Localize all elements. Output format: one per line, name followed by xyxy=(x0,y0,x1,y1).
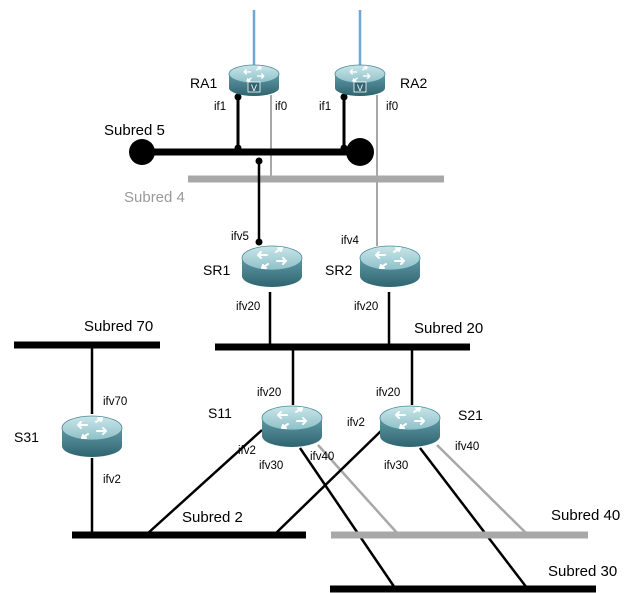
voice-badge-ra2-text: V xyxy=(357,83,363,93)
router-ra1[interactable]: V xyxy=(228,64,280,96)
s21-ifv30-label: ifv30 xyxy=(384,460,408,472)
voice-badge-ra2 xyxy=(353,81,367,93)
s31-ifv70-label: ifv70 xyxy=(103,396,127,408)
ra1-if1-label: if1 xyxy=(214,101,226,113)
s21-ifv40-label: ifv40 xyxy=(455,441,479,453)
subred-40-label: Subred 40 xyxy=(551,507,620,524)
s11-ifv2-label: ifv2 xyxy=(238,445,256,457)
dot-ra2-if1 xyxy=(340,93,348,101)
sr2-ifv4-label: ifv4 xyxy=(341,235,360,247)
s11-ifv30-label: ifv30 xyxy=(259,460,283,472)
s11-ifv40-label: ifv40 xyxy=(310,451,334,463)
router-sr2[interactable] xyxy=(359,245,421,287)
subred-70-label: Subred 70 xyxy=(84,318,153,335)
router-ra2[interactable]: V xyxy=(334,64,386,96)
sr1-ifv20-label: ifv20 xyxy=(236,301,260,313)
sr1-ifv5-label: ifv5 xyxy=(231,231,249,243)
bus-end-subred-5-left xyxy=(129,139,155,165)
link-s11-ifv2 xyxy=(146,429,263,535)
s31-ifv2-label: ifv2 xyxy=(103,474,121,486)
router-ra1-label: RA1 xyxy=(190,75,217,91)
ra2-if0-label: if0 xyxy=(386,101,398,113)
dot-sr1-bus xyxy=(255,157,263,165)
dot-ra2-if1-bus xyxy=(340,144,348,152)
router-sr1[interactable] xyxy=(241,245,303,287)
subred-30-label: Subred 30 xyxy=(548,563,617,580)
router-s11-label: S11 xyxy=(208,405,232,421)
subred-5-label: Subred 5 xyxy=(104,122,165,139)
dot-ra1-if1 xyxy=(234,93,242,101)
router-s31[interactable] xyxy=(61,415,123,457)
router-s11[interactable] xyxy=(261,405,323,447)
router-sr1-label: SR1 xyxy=(203,262,230,278)
s21-ifv20-label: ifv20 xyxy=(376,387,400,399)
link-s11-ifv30 xyxy=(298,447,397,589)
router-s21-label: S21 xyxy=(458,407,483,423)
voice-badge-ra1 xyxy=(247,81,261,93)
router-sr2-label: SR2 xyxy=(325,262,352,278)
link-s11-ifv40 xyxy=(317,444,399,535)
ra1-if0-label: if0 xyxy=(275,101,287,113)
subred-4-label: Subred 4 xyxy=(124,189,185,206)
voice-badge-ra1-text: V xyxy=(251,83,257,93)
ra2-if1-label: if1 xyxy=(319,101,331,113)
router-ra2-label: RA2 xyxy=(400,75,427,91)
link-s21-ifv2 xyxy=(274,429,383,535)
dot-sr1-ifv5 xyxy=(255,238,263,246)
sr2-ifv20-label: ifv20 xyxy=(354,301,378,313)
s11-ifv20-label: ifv20 xyxy=(257,387,281,399)
s21-ifv2-label: ifv2 xyxy=(347,417,365,429)
subred-20-label: Subred 20 xyxy=(414,320,483,337)
subred-2-label: Subred 2 xyxy=(182,509,243,526)
dot-ra1-if1-bus xyxy=(234,144,242,152)
link-s21-ifv30 xyxy=(419,447,528,589)
link-s21-ifv40 xyxy=(436,444,528,535)
bus-end-subred-5-right xyxy=(346,138,374,166)
router-s31-label: S31 xyxy=(14,429,39,445)
router-s21[interactable] xyxy=(379,405,441,447)
